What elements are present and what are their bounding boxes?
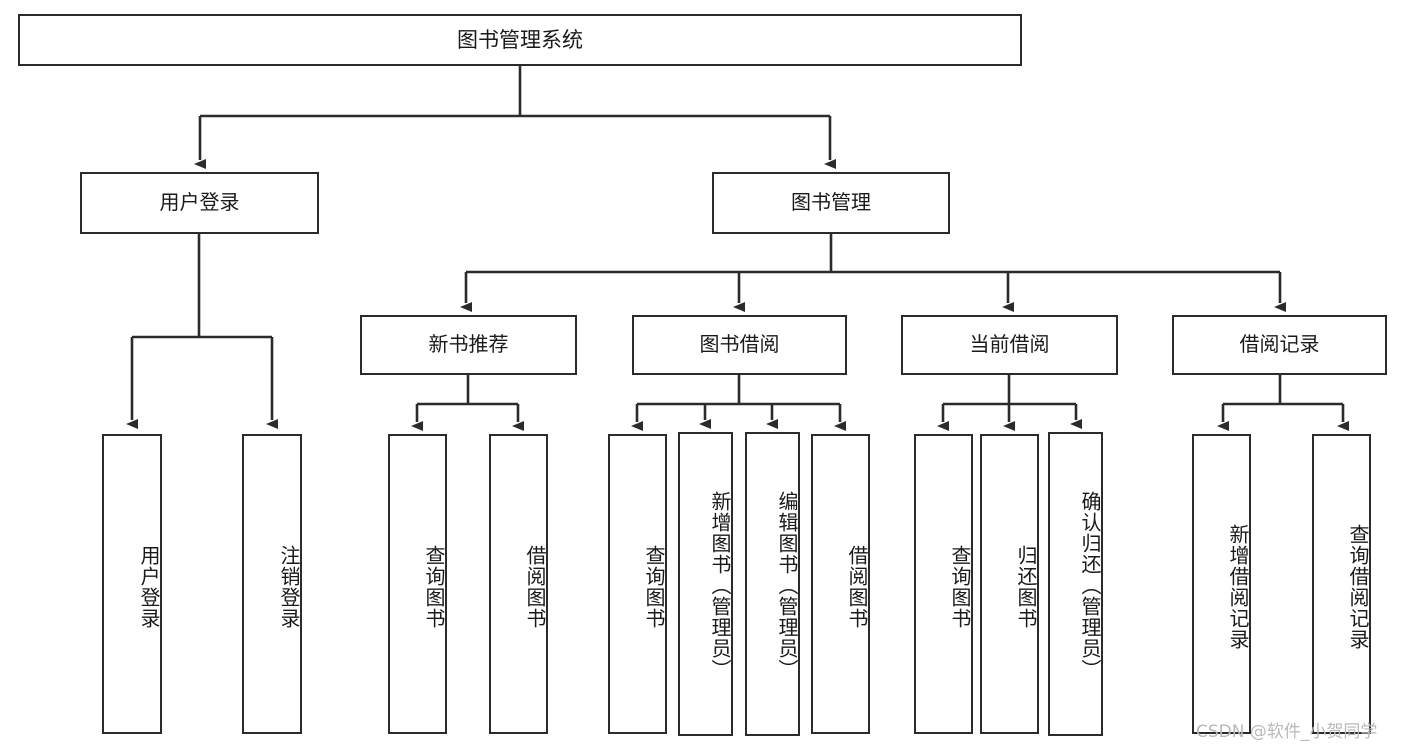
node-leaf-add-book-label: 新增图书（管理员） xyxy=(708,490,732,680)
node-book-manage-label: 图书管理 xyxy=(791,190,871,215)
node-user-login[interactable]: 用户登录 xyxy=(80,172,319,234)
node-leaf-query-book-2[interactable]: 查询图书 xyxy=(608,434,667,734)
node-new-book-recommend[interactable]: 新书推荐 xyxy=(360,315,577,375)
node-leaf-logout-login-label: 注销登录 xyxy=(277,545,301,629)
node-leaf-logout-login[interactable]: 注销登录 xyxy=(242,434,302,734)
node-leaf-confirm-return[interactable]: 确认归还（管理员） xyxy=(1048,432,1103,736)
node-current-borrow[interactable]: 当前借阅 xyxy=(901,315,1118,375)
node-book-manage[interactable]: 图书管理 xyxy=(712,172,950,234)
node-user-login-label: 用户登录 xyxy=(159,190,240,215)
csdn-watermark: CSDN @软件_小贺同学 xyxy=(1196,722,1378,742)
node-leaf-add-borrow-record-label: 新增借阅记录 xyxy=(1226,524,1250,650)
node-leaf-add-book[interactable]: 新增图书（管理员） xyxy=(678,432,733,736)
node-leaf-edit-book-label: 编辑图书（管理员） xyxy=(775,490,799,680)
node-leaf-query-borrow-record[interactable]: 查询借阅记录 xyxy=(1312,434,1371,734)
node-leaf-query-borrow-record-label: 查询借阅记录 xyxy=(1346,524,1370,650)
node-leaf-return-book[interactable]: 归还图书 xyxy=(980,434,1039,734)
node-borrow-record-label: 借阅记录 xyxy=(1239,332,1320,357)
node-leaf-borrow-book-2[interactable]: 借阅图书 xyxy=(811,434,870,734)
node-current-borrow-label: 当前借阅 xyxy=(969,332,1050,357)
node-book-borrow[interactable]: 图书借阅 xyxy=(632,315,847,375)
node-book-borrow-label: 图书借阅 xyxy=(699,332,780,357)
node-leaf-borrow-book-2-label: 借阅图书 xyxy=(845,545,869,629)
node-leaf-user-login[interactable]: 用户登录 xyxy=(102,434,162,734)
node-leaf-query-book-1-label: 查询图书 xyxy=(422,545,446,629)
node-root[interactable]: 图书管理系统 xyxy=(18,14,1022,66)
node-leaf-query-book-3[interactable]: 查询图书 xyxy=(914,434,973,734)
node-leaf-query-book-1[interactable]: 查询图书 xyxy=(388,434,447,734)
node-leaf-query-book-2-label: 查询图书 xyxy=(642,545,666,629)
node-leaf-user-login-label: 用户登录 xyxy=(137,545,161,629)
node-leaf-edit-book[interactable]: 编辑图书（管理员） xyxy=(745,432,800,736)
node-leaf-query-book-3-label: 查询图书 xyxy=(948,545,972,629)
node-root-label: 图书管理系统 xyxy=(457,27,583,52)
node-leaf-return-book-label: 归还图书 xyxy=(1014,545,1038,629)
node-leaf-borrow-book-1-label: 借阅图书 xyxy=(523,545,547,629)
node-leaf-borrow-book-1[interactable]: 借阅图书 xyxy=(489,434,548,734)
node-leaf-add-borrow-record[interactable]: 新增借阅记录 xyxy=(1192,434,1251,734)
node-new-book-recommend-label: 新书推荐 xyxy=(428,332,509,357)
node-leaf-confirm-return-label: 确认归还（管理员） xyxy=(1078,490,1102,680)
node-borrow-record[interactable]: 借阅记录 xyxy=(1172,315,1387,375)
